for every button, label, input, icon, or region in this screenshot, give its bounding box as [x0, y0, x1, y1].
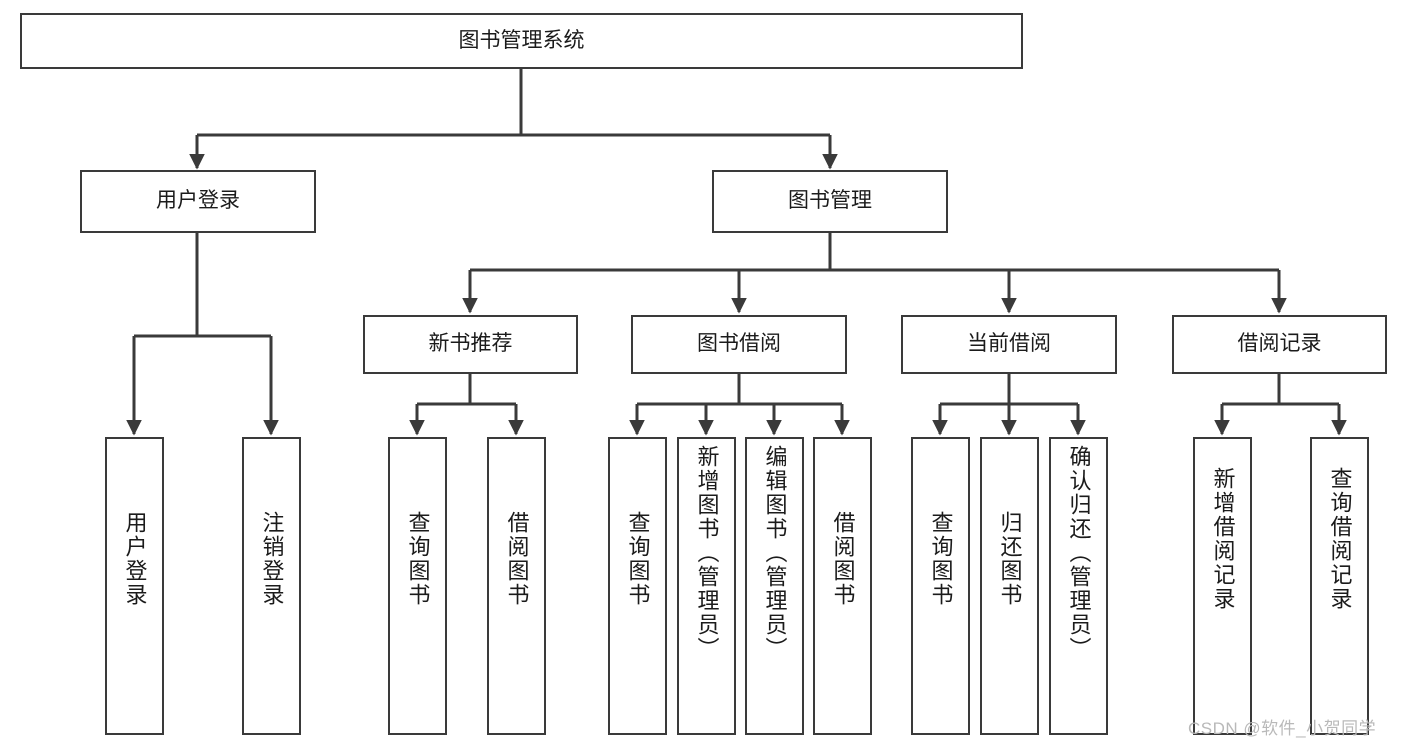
node-leaf-user-login[interactable]: 用户登录 [105, 437, 164, 735]
node-user-login[interactable]: 用户登录 [80, 170, 316, 233]
node-borrow-record-label: 借阅记录 [1237, 332, 1322, 356]
node-leaf-logout-login[interactable]: 注销登录 [242, 437, 301, 735]
node-book-management-label: 图书管理 [788, 189, 872, 213]
node-leaf-query-book-2[interactable]: 查询图书 [608, 437, 667, 735]
node-leaf-confirm-return-label: 确认归还（管理员） [1066, 445, 1092, 661]
node-current-borrow-label: 当前借阅 [967, 332, 1051, 356]
node-leaf-add-record-label: 新增借阅记录 [1210, 467, 1236, 611]
node-new-book-recommend[interactable]: 新书推荐 [363, 315, 578, 374]
node-leaf-logout-login-label: 注销登录 [259, 511, 285, 607]
watermark-text: CSDN @软件_小贺同学 [1188, 719, 1377, 738]
node-leaf-borrow-book-2-label: 借阅图书 [830, 511, 856, 607]
node-leaf-edit-book[interactable]: 编辑图书（管理员） [745, 437, 804, 735]
node-borrow-record[interactable]: 借阅记录 [1172, 315, 1387, 374]
node-leaf-query-record-label: 查询借阅记录 [1327, 467, 1353, 611]
node-leaf-add-book[interactable]: 新增图书（管理员） [677, 437, 736, 735]
node-book-management[interactable]: 图书管理 [712, 170, 948, 233]
node-root-label: 图书管理系统 [458, 28, 585, 52]
node-leaf-add-book-label: 新增图书（管理员） [694, 445, 720, 661]
node-leaf-query-book-3-label: 查询图书 [928, 511, 954, 607]
node-leaf-query-book-2-label: 查询图书 [625, 511, 651, 607]
node-leaf-borrow-book-1-label: 借阅图书 [504, 511, 530, 607]
node-leaf-return-book-label: 归还图书 [997, 511, 1023, 607]
node-book-borrow-label: 图书借阅 [697, 332, 781, 356]
node-leaf-return-book[interactable]: 归还图书 [980, 437, 1039, 735]
node-leaf-borrow-book-1[interactable]: 借阅图书 [487, 437, 546, 735]
node-leaf-query-book-3[interactable]: 查询图书 [911, 437, 970, 735]
node-user-login-label: 用户登录 [156, 189, 240, 213]
node-leaf-add-record[interactable]: 新增借阅记录 [1193, 437, 1252, 735]
node-leaf-borrow-book-2[interactable]: 借阅图书 [813, 437, 872, 735]
node-book-borrow[interactable]: 图书借阅 [631, 315, 847, 374]
node-leaf-query-record[interactable]: 查询借阅记录 [1310, 437, 1369, 735]
node-leaf-query-book-1-label: 查询图书 [405, 511, 431, 607]
node-new-book-recommend-label: 新书推荐 [428, 332, 513, 356]
node-root[interactable]: 图书管理系统 [20, 13, 1023, 69]
node-current-borrow[interactable]: 当前借阅 [901, 315, 1117, 374]
node-leaf-user-login-label: 用户登录 [122, 511, 148, 607]
node-leaf-confirm-return[interactable]: 确认归还（管理员） [1049, 437, 1108, 735]
node-leaf-query-book-1[interactable]: 查询图书 [388, 437, 447, 735]
node-leaf-edit-book-label: 编辑图书（管理员） [762, 445, 788, 661]
